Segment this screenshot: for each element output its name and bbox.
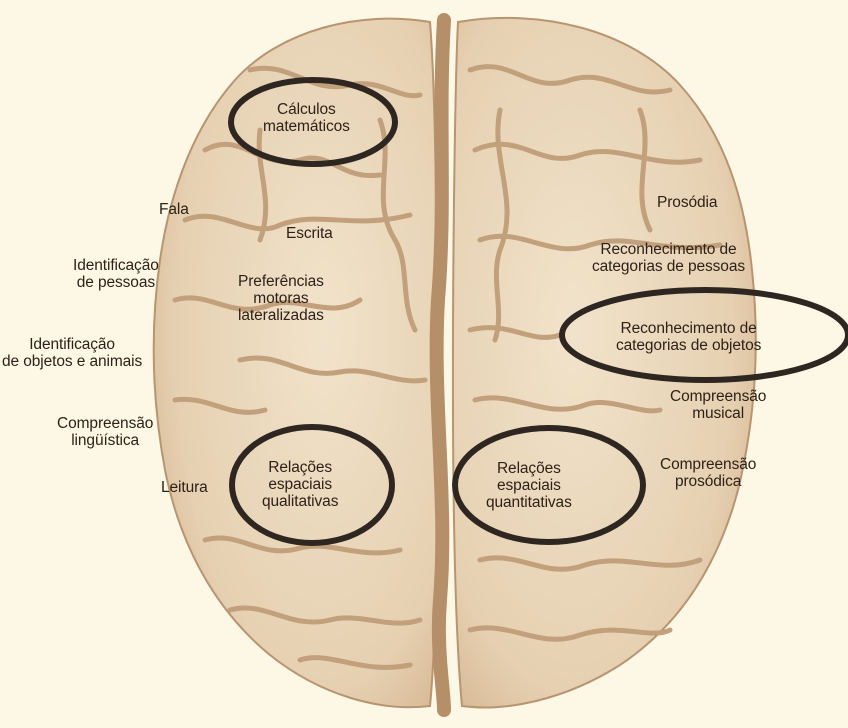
label-leitura: Leitura: [161, 479, 208, 496]
label-compreensao-musical: Compreensãomusical: [670, 388, 766, 422]
label-escrita: Escrita: [286, 225, 333, 242]
label-compreensao-linguistica: Compreensãolingüística: [57, 415, 153, 449]
label-prosodia: Prosódia: [657, 194, 717, 211]
label-identificacao-objetos: Identificaçãode objetos e animais: [2, 336, 142, 370]
label-fala: Fala: [159, 201, 189, 218]
label-relacoes-quantitativas: Relaçõesespaciaisquantitativas: [486, 460, 572, 511]
label-calculos-matematicos: Cálculosmatemáticos: [263, 101, 350, 135]
label-reconhecimento-objetos: Reconhecimento decategorias de objetos: [616, 320, 761, 354]
label-identificacao-pessoas: Identificaçãode pessoas: [73, 257, 159, 291]
label-reconhecimento-pessoas: Reconhecimento decategorias de pessoas: [592, 241, 745, 275]
label-relacoes-qualitativas: Relaçõesespaciaisqualitativas: [262, 459, 338, 510]
longitudinal-fissure: [437, 20, 444, 710]
label-preferencias-motoras: Preferênciasmotoraslateralizadas: [238, 273, 324, 324]
label-compreensao-prosodica: Compreensãoprosódica: [660, 456, 756, 490]
